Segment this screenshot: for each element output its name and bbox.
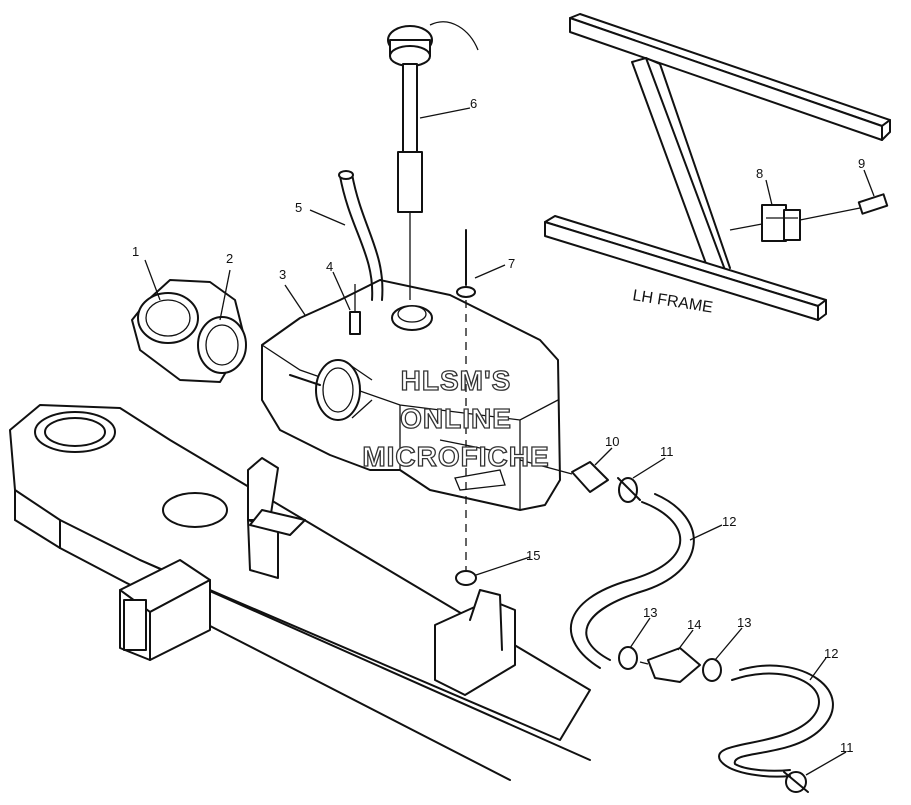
callout-numbers: 1 2 3 4 5 6 7 8 9 10 11 12 13 14 13 12 1…	[132, 96, 865, 755]
lh-frame	[544, 13, 891, 321]
fuel-gauge-6	[387, 21, 479, 300]
callout-12-lower: 12	[824, 646, 838, 661]
fuel-tank-3	[261, 279, 561, 511]
fuel-filter-14	[639, 647, 701, 683]
clamp-13-right	[702, 658, 722, 682]
clamp-8	[729, 204, 801, 242]
chassis	[9, 404, 591, 781]
callout-3: 3	[279, 267, 286, 282]
watermark: HLSM'S ONLINE MICROFICHE	[362, 364, 550, 472]
clamp-11-lower	[783, 771, 809, 793]
callout-14: 14	[687, 617, 701, 632]
watermark-line-2: ONLINE	[400, 403, 512, 434]
drain-7	[456, 229, 476, 570]
callout-10: 10	[605, 434, 619, 449]
callout-4: 4	[326, 259, 333, 274]
leader-lines	[144, 107, 875, 776]
adapter-2	[197, 316, 247, 374]
callout-6: 6	[470, 96, 477, 111]
callout-13-right: 13	[737, 615, 751, 630]
clamp-13-left	[618, 646, 638, 670]
callout-15: 15	[526, 548, 540, 563]
callout-2: 2	[226, 251, 233, 266]
callout-8: 8	[756, 166, 763, 181]
clamp-11-upper	[617, 477, 641, 503]
callout-1: 1	[132, 244, 139, 259]
watermark-line-1: HLSM'S	[401, 365, 512, 396]
callout-7: 7	[508, 256, 515, 271]
vent-fitting-4	[349, 284, 361, 335]
callout-11-upper: 11	[660, 444, 674, 459]
callout-5: 5	[295, 200, 302, 215]
bolt-9	[799, 193, 889, 221]
callout-11-lower: 11	[840, 740, 854, 755]
frame-label: LH FRAME	[631, 287, 714, 316]
fitting-10	[519, 459, 609, 493]
callout-9: 9	[858, 156, 865, 171]
watermark-line-3: MICROFICHE	[362, 441, 549, 472]
vent-hose-5	[338, 170, 384, 301]
washer-15	[455, 570, 477, 586]
callout-12-upper: 12	[722, 514, 736, 529]
callout-13-left: 13	[643, 605, 657, 620]
hose-12-lower	[718, 664, 834, 778]
hose-12-upper	[570, 493, 695, 669]
